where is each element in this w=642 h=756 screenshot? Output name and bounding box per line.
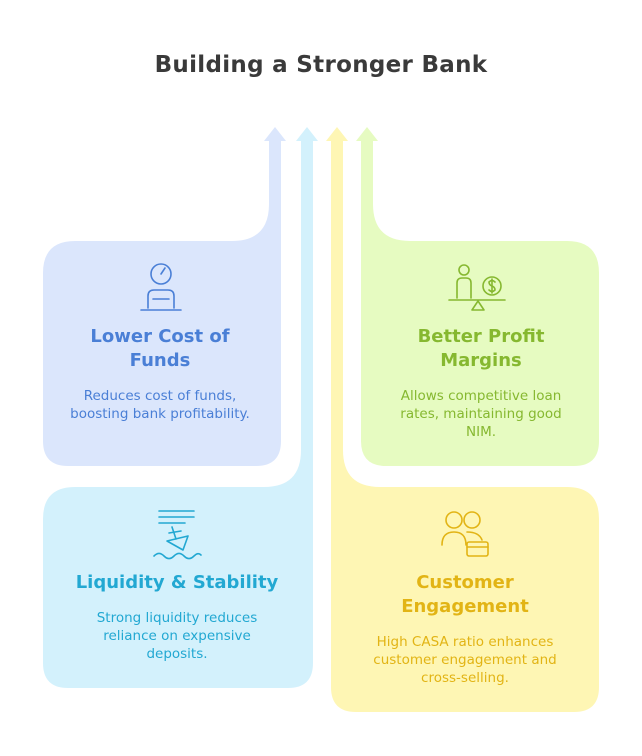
gauge-person-icon — [140, 263, 182, 311]
liquidity-title: Liquidity & Stability — [75, 572, 279, 593]
diagram-title: Building a Stronger Bank — [154, 52, 488, 78]
customers-card-icon — [441, 511, 489, 557]
liquidity-card-shape — [43, 127, 318, 688]
profit-card-shape — [356, 127, 599, 466]
lower-cost-description: Reduces cost of funds, boosting bank pro… — [70, 388, 250, 422]
engagement-card-shape — [326, 127, 599, 712]
engagement-title: Customer Engagement — [401, 572, 529, 617]
engagement-description: High CASA ratio enhances customer engage… — [373, 634, 557, 686]
lower-cost-title: Lower Cost of Funds — [90, 326, 230, 371]
engagement-card: Customer Engagement High CASA ratio enha… — [354, 571, 576, 687]
liquidity-card: Liquidity & Stability Strong liquidity r… — [53, 571, 301, 663]
profit-margins-title: Better Profit Margins — [417, 326, 545, 371]
lower-cost-card: Lower Cost of Funds Reduces cost of fund… — [60, 325, 260, 423]
profit-margins-description: Allows competitive loan rates, maintaini… — [400, 388, 562, 440]
balance-scale-dollar-icon — [448, 264, 506, 311]
profit-margins-card: Better Profit Margins Allows competitive… — [388, 325, 574, 441]
sinking-ship-icon — [153, 510, 202, 560]
lower-cost-card-shape — [43, 127, 286, 466]
liquidity-description: Strong liquidity reduces reliance on exp… — [96, 610, 258, 662]
